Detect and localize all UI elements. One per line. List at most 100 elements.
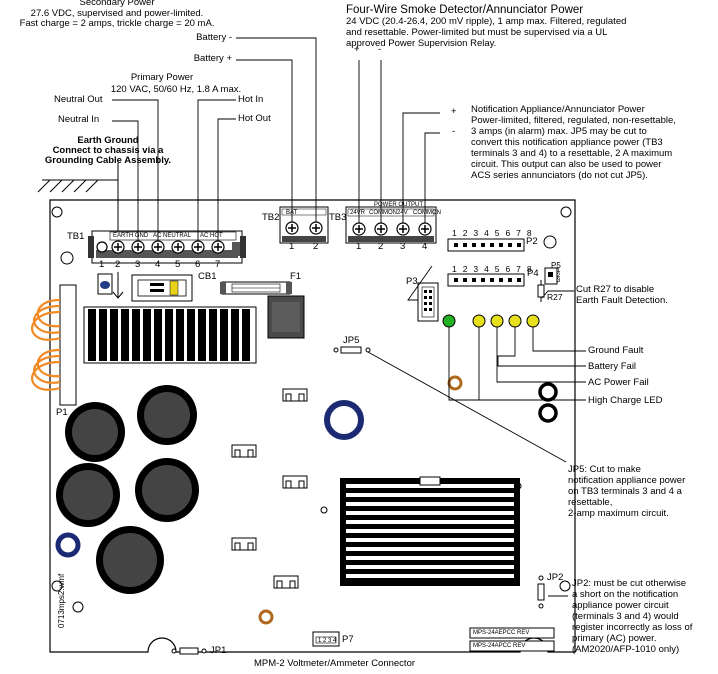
tb1-header-earth: EARTH GND — [113, 233, 149, 239]
relay-component — [267, 295, 305, 339]
tb1-num: 4 — [155, 259, 161, 270]
tb2-label: TB2 — [262, 212, 280, 223]
tb3-sub-common2: COMMON — [413, 210, 441, 216]
f1-label: F1 — [290, 271, 302, 282]
p5-label: P5 — [551, 261, 561, 270]
four-wire-title: Four-Wire Smoke Detector/Annunciator Pow… — [346, 4, 584, 16]
notification-line4: terminals 3 and 4) to a resettable, 2 A … — [471, 148, 673, 159]
hot-out-label: Hot Out — [238, 113, 271, 124]
tb3-terminal-block — [345, 206, 437, 244]
p1-connector — [31, 284, 77, 406]
jp2-note-line7: (AM2020/AFP-1010 only) — [572, 644, 680, 655]
four-wire-line3: approved Power Supervision Relay. — [346, 38, 497, 49]
neutral-out-label: Neutral Out — [54, 94, 103, 105]
heatsink-top — [83, 306, 257, 364]
notification-line5: circuit. This output can also be used to… — [471, 159, 662, 170]
ground-fault-label: Ground Fault — [588, 345, 644, 356]
p7-header — [312, 631, 340, 647]
r27-resistor — [537, 280, 545, 302]
four-wire-minus: - — [378, 44, 382, 55]
small-connectors — [231, 388, 308, 589]
neutral-in-label: Neutral In — [58, 114, 100, 125]
tb2-header: BAT — [286, 210, 298, 216]
cut-r27-line2: Earth Fault Detection. — [576, 295, 668, 306]
jp2-note-line5: register incorrectly as loss of — [572, 622, 693, 633]
rev-label-1: MPS-24AEPCC REV — [473, 630, 530, 636]
tb3-sub-24vr: 24VR — [350, 210, 366, 216]
drawing-id: 0713mps2.wmf — [57, 573, 66, 628]
tb3-sub-common1: COMMON — [369, 210, 397, 216]
four-wire-line2: and resettable. Power-limited but must b… — [346, 27, 608, 38]
tb1-terminal-block — [88, 230, 246, 264]
p3-label: P3 — [406, 276, 418, 287]
p2-pin-numbers: 1 2 3 4 5 6 7 8 — [452, 228, 534, 238]
p5-pin-numbers: 1 2 3 — [557, 268, 561, 284]
p7-label: P7 — [342, 634, 354, 645]
f1-fuse — [220, 281, 292, 295]
secondary-power-title: Secondary Power — [79, 0, 155, 8]
cb1-breaker — [131, 274, 193, 302]
battery-minus-label: Battery - — [196, 32, 232, 43]
p5-header — [544, 267, 558, 285]
tb1-num: 6 — [195, 259, 201, 270]
four-wire-line1: 24 VDC (20.4-26.4, 200 mV ripple), 1 amp… — [346, 16, 627, 27]
tb3-num: 2 — [378, 241, 384, 252]
r27-label: R27 — [547, 292, 563, 302]
jp5-note-line3: on TB3 terminals 3 and 4 a — [568, 486, 682, 497]
high-charge-led-label: High Charge LED — [588, 395, 663, 406]
primary-power-line1: 120 VAC, 50/60 Hz, 1.8 A max. — [110, 84, 242, 95]
secondary-power-line2: Fast charge = 2 amps, trickle charge = 2… — [19, 18, 215, 29]
tb2-terminal-block — [279, 206, 329, 244]
mpm2-label: MPM-2 Voltmeter/Ammeter Connector — [254, 658, 416, 669]
tb3-sub-24v: 24V — [397, 210, 408, 216]
capacitors — [55, 375, 558, 625]
jp5-jumper — [333, 346, 371, 354]
tb3-label: TB3 — [329, 212, 347, 223]
hot-in-label: Hot In — [238, 94, 264, 105]
earth-ground-line1: Connect to chassis via a — [52, 145, 164, 156]
jp2-note-line6: primary (AC) power. — [572, 633, 657, 644]
jp1-jumper — [171, 647, 207, 655]
tb1-num: 2 — [115, 259, 121, 270]
notification-line2: 3 amps (in alarm) max. JP5 may be cut to — [471, 126, 647, 137]
p4-label: P4 — [527, 268, 539, 279]
rev-label-2: MPS-24APCC REV — [473, 643, 526, 649]
p2-label: P2 — [526, 236, 538, 247]
tb1-header-hot: AC HOT — [200, 233, 223, 239]
p7-pin-numbers: 1 2 3 4 — [318, 638, 337, 644]
cb1-label: CB1 — [198, 271, 217, 282]
jp5-note-line4: resettable, — [568, 497, 613, 508]
jp5-note-line1: JP5: Cut to make — [568, 464, 641, 475]
jp1-label: JP1 — [210, 645, 227, 656]
earth-ground-symbol — [37, 163, 119, 235]
tb2-num: 1 — [289, 241, 295, 252]
jp5-label: JP5 — [343, 335, 360, 346]
heatsink-bottom — [340, 476, 520, 586]
jp2-note-line2: a short on the notification — [572, 589, 679, 600]
jp5-note-line2: notification appliance power — [568, 475, 686, 486]
jp2-label: JP2 — [547, 572, 564, 583]
tb3-num: 3 — [400, 241, 406, 252]
notification-line6: ACS series annunciators (do not cut JP5)… — [471, 170, 648, 181]
notification-minus: - — [452, 126, 456, 137]
jp2-note-line1: JP2: must be cut otherwise — [572, 578, 687, 589]
primary-power-title: Primary Power — [130, 72, 194, 83]
jp5-note-line5: 2-amp maximum circuit. — [568, 508, 669, 519]
notification-line1: Power-limited, filtered, regulated, non-… — [471, 115, 676, 126]
tb3-header: POWER OUTPUT — [374, 202, 423, 208]
leader-lines — [112, 37, 586, 597]
tb3-num: 4 — [422, 241, 428, 252]
p2-header — [447, 238, 525, 252]
rev-boxes — [469, 627, 555, 652]
tb1-header-neutral: AC NEUTRAL — [153, 233, 192, 239]
blue-component — [97, 272, 124, 299]
notification-title: Notification Appliance/Annunciator Power — [471, 104, 645, 115]
p4-pin-numbers: 1 2 3 4 5 6 7 8 — [452, 264, 534, 274]
tb1-num: 5 — [175, 259, 181, 270]
notification-line3: convert this notification appliance powe… — [471, 137, 663, 148]
tb2-num: 2 — [313, 241, 319, 252]
jp2-note-line4: (terminals 3 and 4) would — [572, 611, 679, 622]
four-wire-plus: + — [354, 44, 360, 55]
